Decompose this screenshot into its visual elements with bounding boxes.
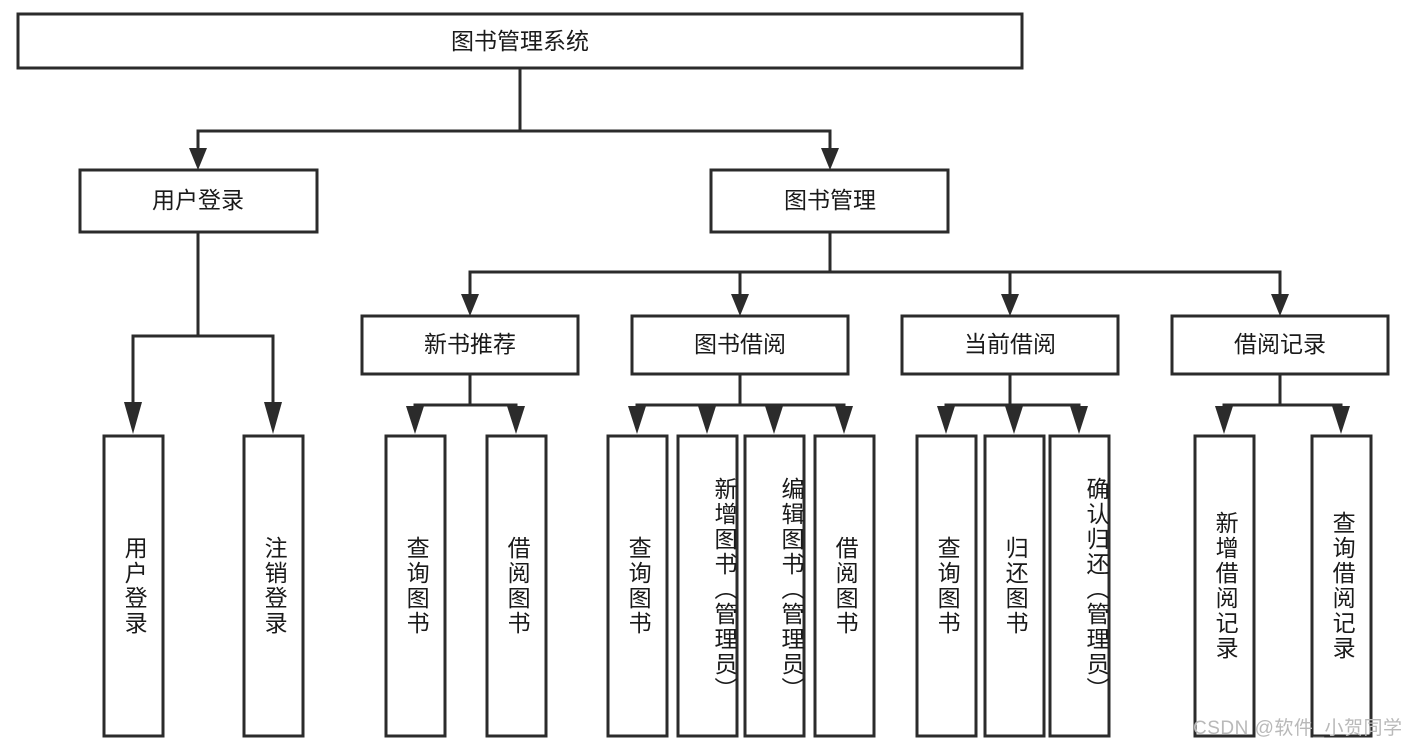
connector-group-userlogin xyxy=(124,230,282,434)
node-new-book-recommend[interactable]: 新书推荐 xyxy=(360,314,580,376)
leaf-box-query-record[interactable] xyxy=(1310,434,1373,738)
arrow-head-current-borrow xyxy=(1001,294,1019,316)
leaf-box-query-book-3[interactable] xyxy=(915,434,978,738)
connector-group-borrow-record xyxy=(1215,372,1350,434)
node-borrow-record-label: 借阅记录 xyxy=(1234,331,1326,357)
arrow-head-bookmanage xyxy=(821,148,839,170)
arrow-head-leaf-edit-book xyxy=(765,406,783,434)
leaf-box-borrow-book-2[interactable] xyxy=(813,434,876,738)
node-book-borrow-label: 图书借阅 xyxy=(694,331,786,357)
arrow-head-borrow-record xyxy=(1271,294,1289,316)
connector-group-root xyxy=(189,66,839,170)
arrow-head-book-borrow xyxy=(731,294,749,316)
arrow-head-leaf-confirm-return xyxy=(1070,406,1088,434)
node-borrow-record-box[interactable] xyxy=(1170,314,1390,376)
arrow-head-leaf-logout xyxy=(264,402,282,434)
leaf-box-confirm-return[interactable] xyxy=(1048,434,1111,738)
node-current-borrow[interactable]: 当前借阅 xyxy=(900,314,1120,376)
leaf-box-borrow-book-1[interactable] xyxy=(485,434,548,738)
arrow-head-userlogin xyxy=(189,148,207,170)
leaf-box-return-book[interactable] xyxy=(983,434,1046,738)
arrow-head-leaf-borrow-book-1 xyxy=(507,406,525,434)
node-user-login-box[interactable] xyxy=(78,168,319,234)
arrow-head-leaf-add-book xyxy=(698,406,716,434)
leaf-box-add-record[interactable] xyxy=(1193,434,1256,738)
connector-group-current-borrow xyxy=(937,372,1088,434)
arrow-head-new-book-recommend xyxy=(461,294,479,316)
node-user-login-label: 用户登录 xyxy=(152,187,244,213)
leaf-box-edit-book[interactable] xyxy=(743,434,806,738)
leaf-box-logout[interactable] xyxy=(242,434,305,738)
connector-group-book-borrow xyxy=(628,372,853,434)
node-book-manage[interactable]: 图书管理 xyxy=(709,168,950,234)
node-current-borrow-label: 当前借阅 xyxy=(964,331,1056,357)
node-user-login[interactable]: 用户登录 xyxy=(78,168,319,234)
arrow-head-leaf-add-record xyxy=(1215,406,1233,434)
node-root-box[interactable] xyxy=(16,12,1024,70)
node-current-borrow-box[interactable] xyxy=(900,314,1120,376)
node-book-borrow[interactable]: 图书借阅 xyxy=(630,314,850,376)
leaf-box-user-login[interactable] xyxy=(102,434,165,738)
leaf-box-add-book[interactable] xyxy=(676,434,739,738)
arrow-head-leaf-query-book-1 xyxy=(406,406,424,434)
arrow-head-leaf-query-book-2 xyxy=(628,406,646,434)
watermark-text: CSDN @软件_小贺同学 xyxy=(1193,718,1403,739)
node-root-label: 图书管理系统 xyxy=(451,28,589,54)
node-new-book-recommend-label: 新书推荐 xyxy=(424,331,516,357)
node-new-book-recommend-box[interactable] xyxy=(360,314,580,376)
arrow-head-leaf-query-record xyxy=(1332,406,1350,434)
arrow-head-leaf-user-login xyxy=(124,402,142,434)
node-book-manage-box[interactable] xyxy=(709,168,950,234)
connector-group-new-book-recommend xyxy=(406,372,525,434)
node-book-manage-label: 图书管理 xyxy=(784,187,876,213)
connector-group-bookmanage xyxy=(461,230,1289,316)
arrow-head-leaf-borrow-book-2 xyxy=(835,406,853,434)
leaf-boxes xyxy=(102,434,1373,738)
arrow-head-leaf-query-book-3 xyxy=(937,406,955,434)
leaf-box-query-book-2[interactable] xyxy=(606,434,669,738)
node-borrow-record[interactable]: 借阅记录 xyxy=(1170,314,1390,376)
node-root[interactable]: 图书管理系统 xyxy=(16,12,1024,70)
arrow-head-leaf-return-book xyxy=(1005,406,1023,434)
node-book-borrow-box[interactable] xyxy=(630,314,850,376)
leaf-box-query-book-1[interactable] xyxy=(384,434,447,738)
